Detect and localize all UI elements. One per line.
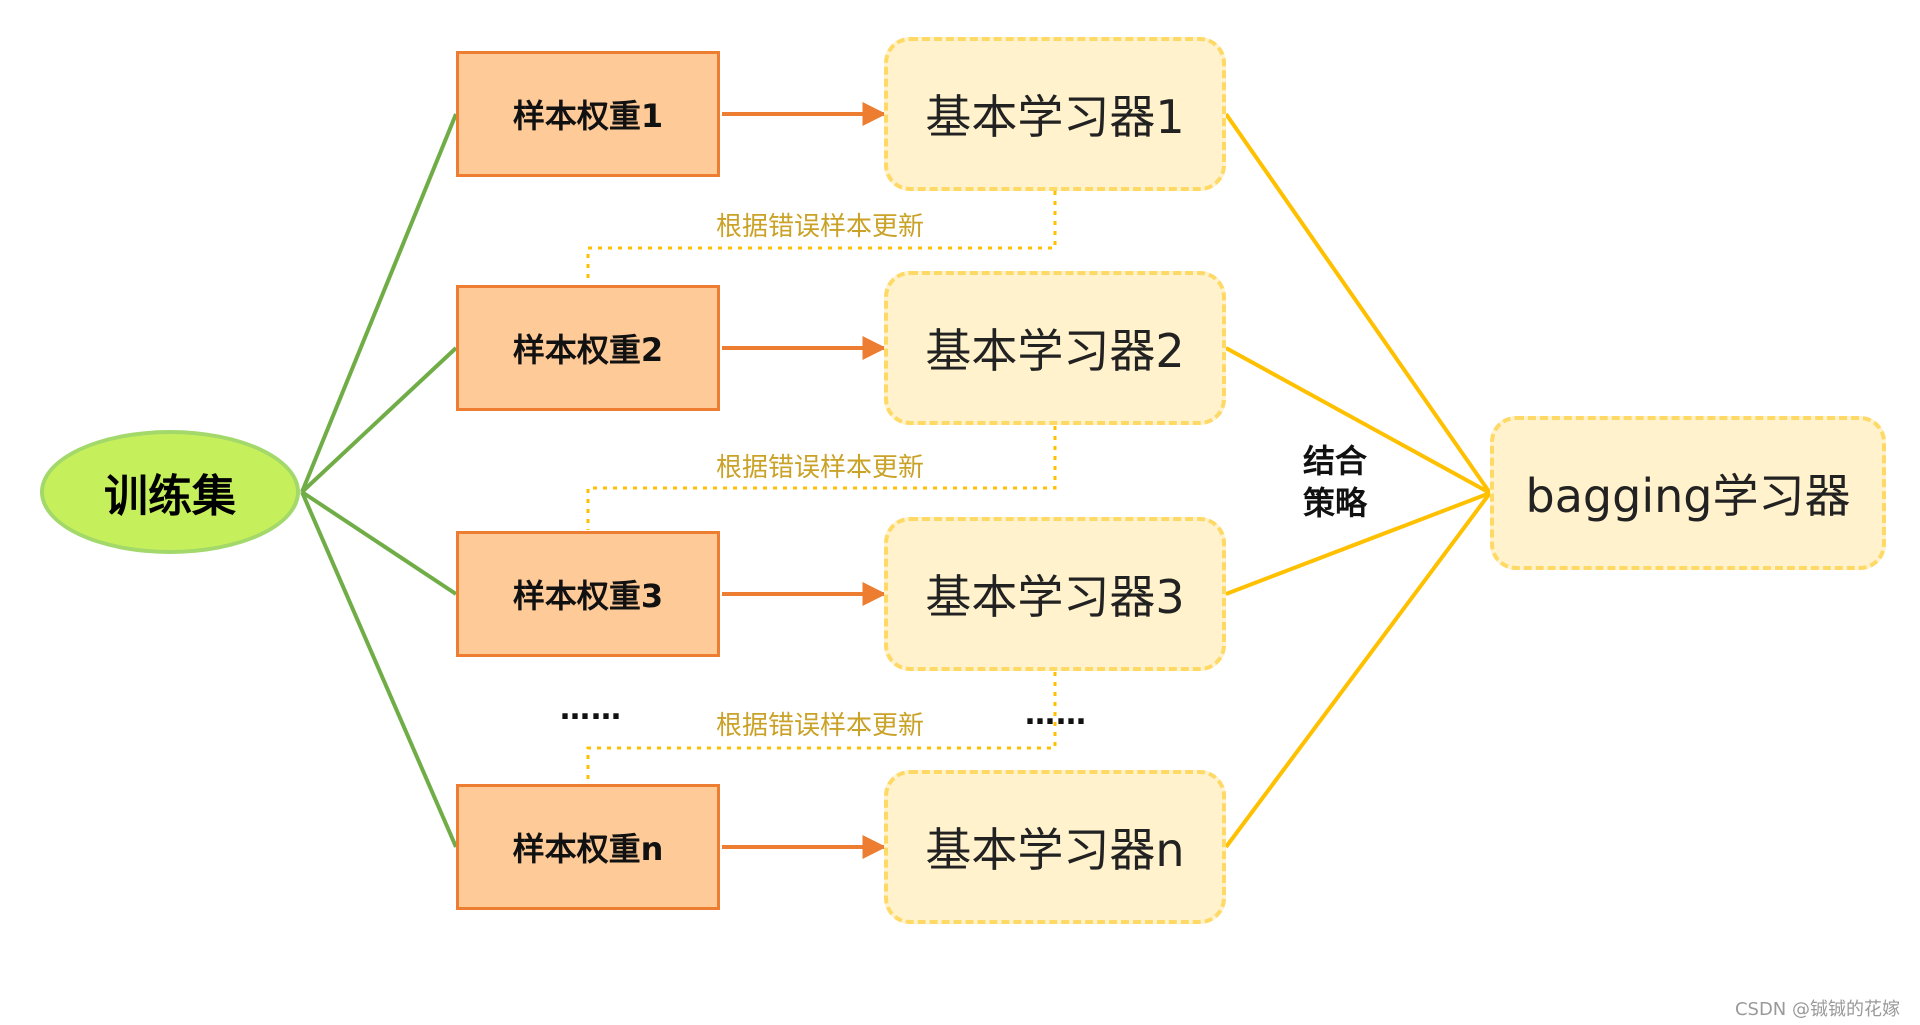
combine-strategy-line-1: 结合 [1302,442,1367,480]
update-connectors [586,191,1057,784]
combine-lines [1224,112,1492,849]
learner-ellipsis: …… [1025,697,1087,732]
base-learner-1: 基本学习器1 [884,37,1226,191]
update-label-1: 根据错误样本更新 [715,212,924,242]
base-learner-3: 基本学习器3 [884,517,1226,671]
weight-ellipsis: …… [560,692,622,727]
update-label-2: 根据错误样本更新 [715,453,924,483]
bagging-learner-node: bagging学习器 [1490,416,1886,570]
combine-strategy-label: 结合 策略 [1290,440,1380,524]
weight-to-learner-arrows [722,102,887,859]
base-learner-2: 基本学习器2 [884,271,1226,425]
sample-weight-3: 样本权重3 [456,531,720,657]
sample-weight-1: 样本权重1 [456,51,720,177]
train-to-weight-lines [300,113,458,848]
sample-weight-2: 样本权重2 [456,285,720,411]
sample-weight-n: 样本权重n [456,784,720,910]
training-set-node: 训练集 [40,430,300,554]
combine-strategy-line-2: 策略 [1302,484,1367,522]
watermark: CSDN @铖铖的花嫁 [1734,999,1900,1020]
base-learner-n: 基本学习器n [884,770,1226,924]
update-label-3: 根据错误样本更新 [715,711,924,741]
